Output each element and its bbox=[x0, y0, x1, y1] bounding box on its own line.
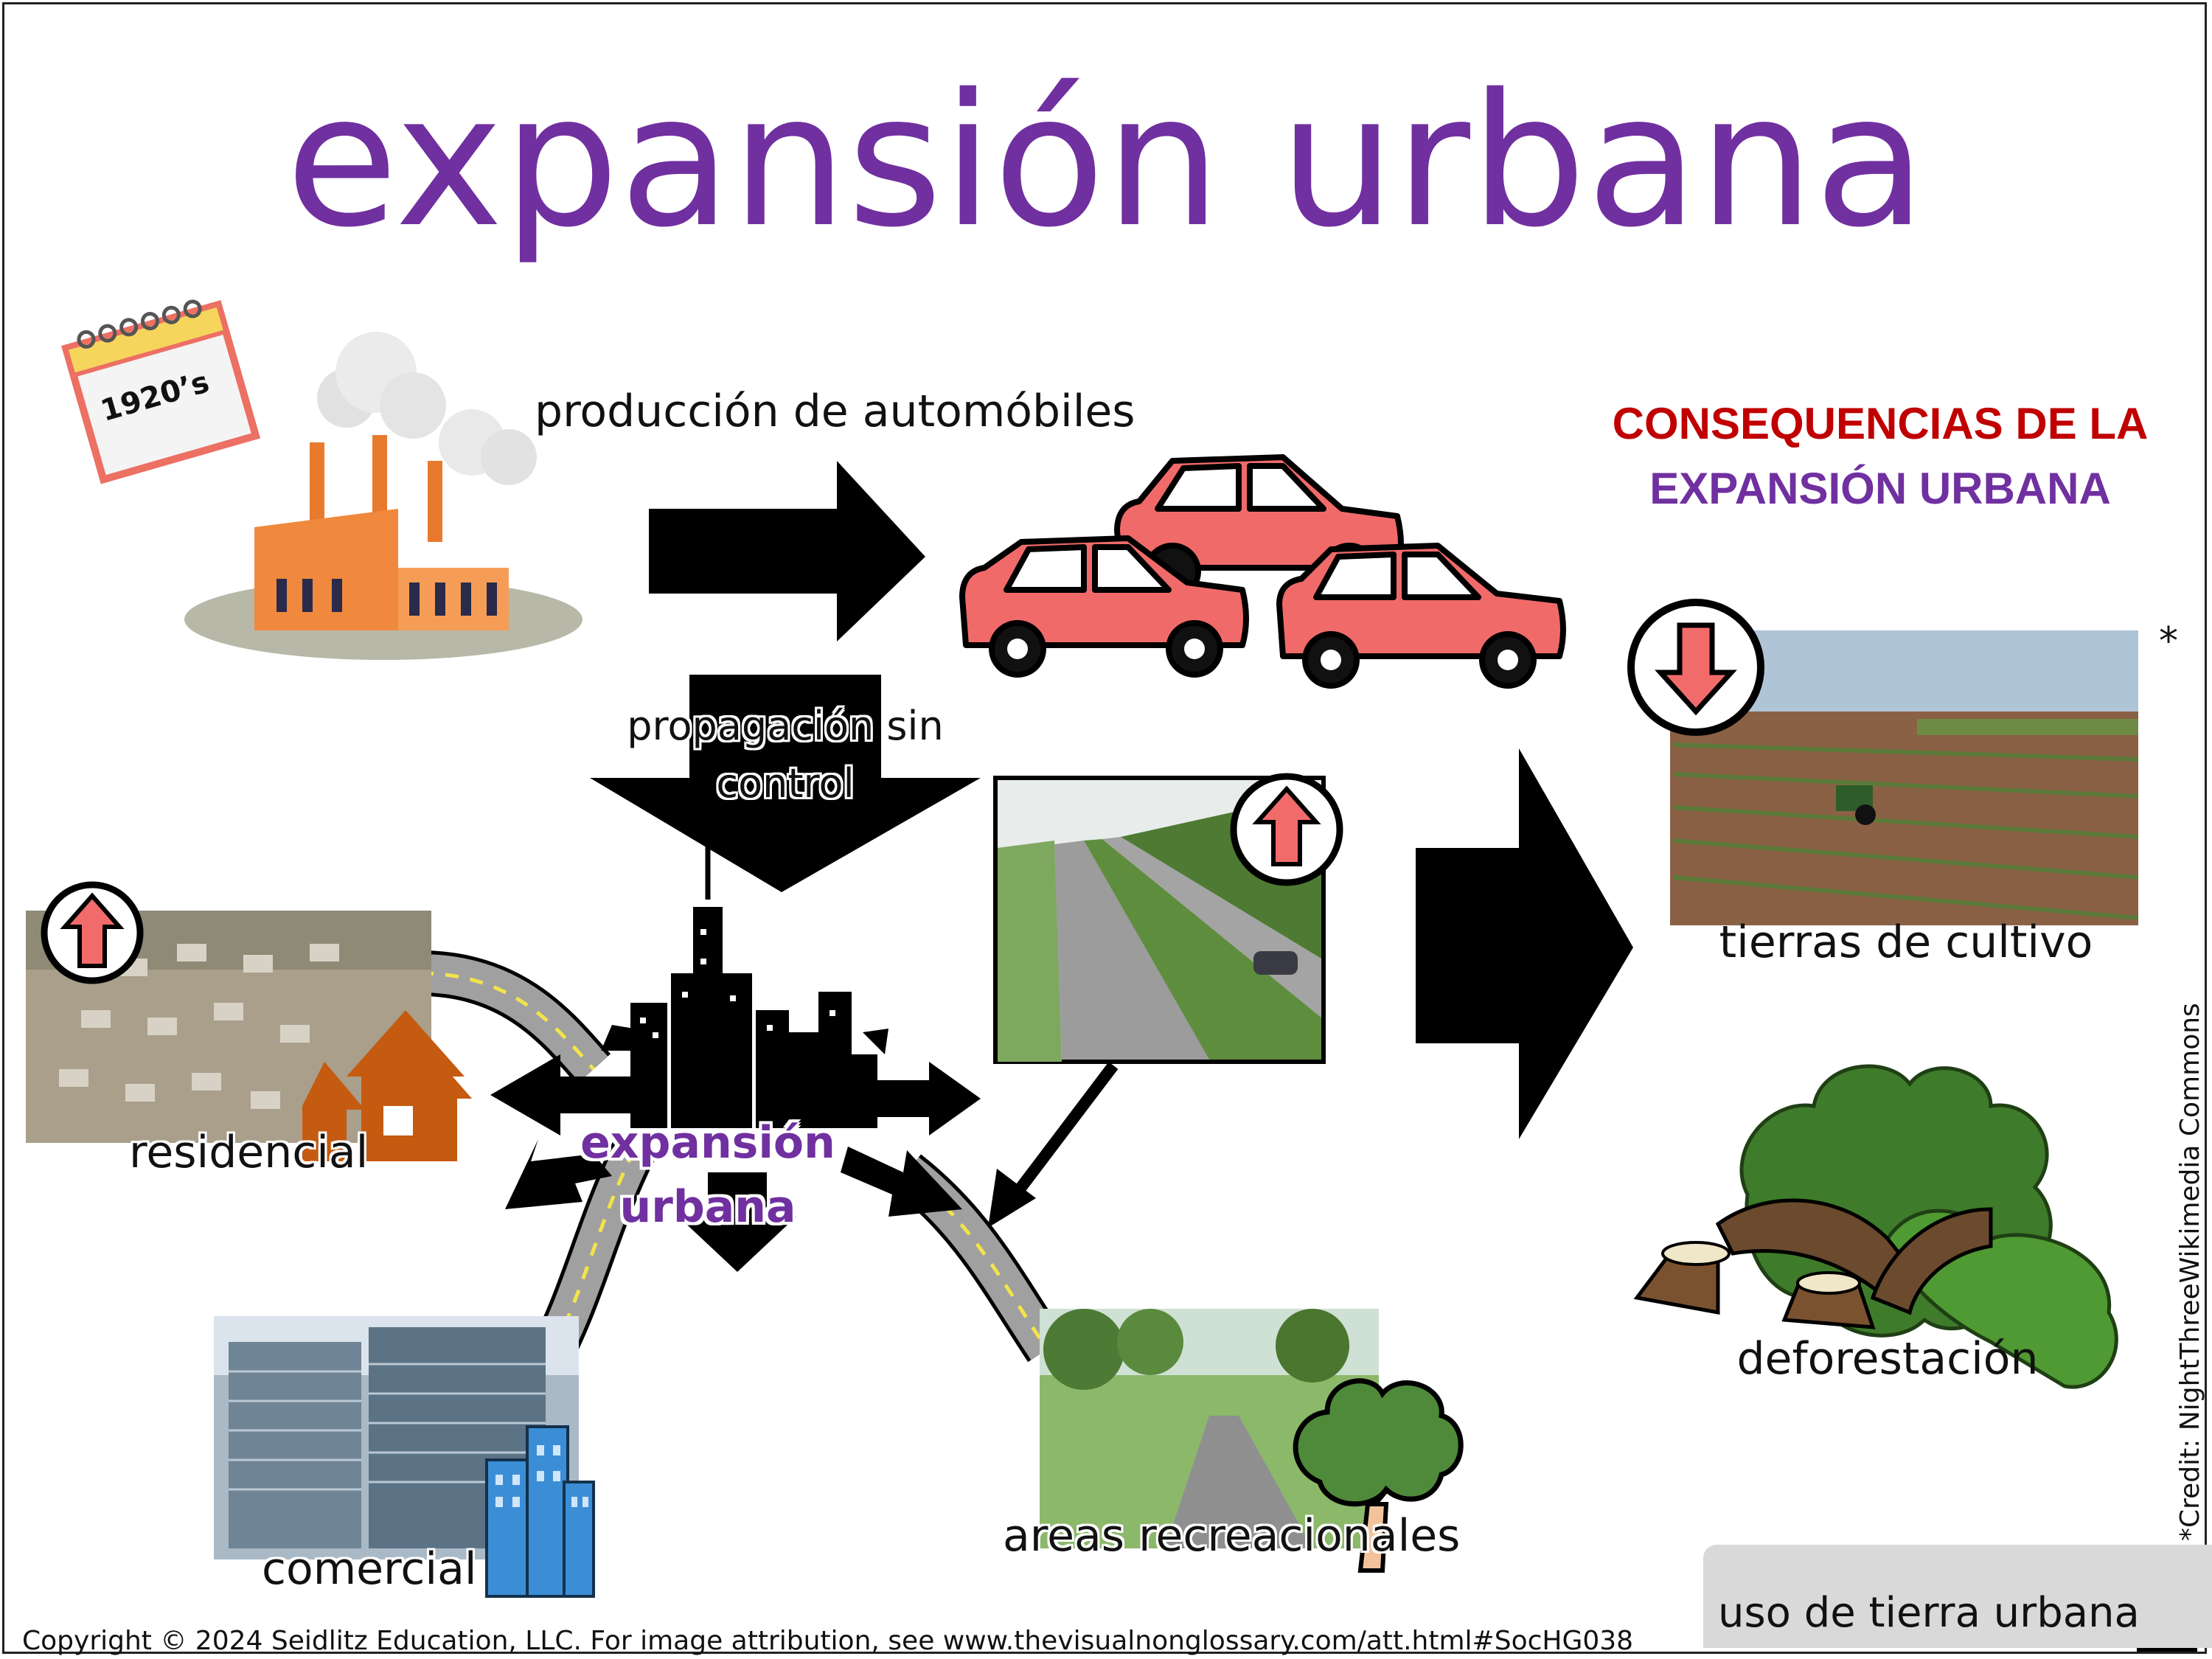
decrease-arrow-icon bbox=[1627, 599, 1764, 736]
residential-label: residencial bbox=[129, 1127, 369, 1178]
car-production-label: producción de automóbiles bbox=[535, 386, 1135, 437]
tree-icon bbox=[1293, 1378, 1464, 1573]
arrow-sprawl-down bbox=[590, 675, 981, 892]
copyright-notice: Copyright © 2024 Seidlitz Education, LLC… bbox=[22, 1626, 1634, 1656]
office-building-icon bbox=[485, 1425, 595, 1598]
arrow-to-consequences bbox=[1416, 748, 1633, 1139]
car-icon bbox=[959, 454, 1566, 689]
center-label-line1: expansión bbox=[580, 1117, 835, 1169]
consequences-heading-line2: EXPANSIÓN URBANA bbox=[1649, 464, 2111, 513]
factory-icon bbox=[184, 332, 582, 660]
photo-credit-asterisk: * bbox=[2159, 619, 2178, 664]
recreational-label: areas recreacionales bbox=[1003, 1510, 1461, 1562]
radial-arrows bbox=[490, 1025, 981, 1272]
increase-arrow-icon bbox=[1230, 773, 1343, 886]
consequences-heading-line1: CONSEQUENCIAS DE LA bbox=[1612, 399, 2149, 448]
commercial-label: comercial bbox=[262, 1543, 477, 1595]
farmland-label: tierras de cultivo bbox=[1719, 917, 2093, 968]
deforestation-label: deforestación bbox=[1736, 1333, 2039, 1385]
topic-badge bbox=[1703, 1545, 2212, 1648]
sprawl-label-line1: propagación sin bbox=[627, 703, 944, 749]
increase-arrow-icon bbox=[41, 881, 144, 984]
deforestation-icon bbox=[1633, 1064, 2118, 1389]
photo-credit: *Credit: NightThreeWikimedia Commons bbox=[2175, 1003, 2205, 1541]
center-label-line2: urbana bbox=[619, 1181, 796, 1233]
arrow-highway-to-recreational bbox=[988, 1062, 1119, 1228]
topic-badge-label: uso de tierra urbana bbox=[1718, 1589, 2140, 1637]
page-title: expansión urbana bbox=[285, 55, 1927, 268]
recreational-photo bbox=[1040, 1309, 1379, 1548]
arrow-to-cars bbox=[649, 461, 925, 641]
house-icon bbox=[302, 1010, 472, 1161]
farmland-photo bbox=[1670, 630, 2139, 925]
calendar-icon bbox=[61, 299, 261, 484]
sprawl-label-line2: control bbox=[716, 760, 855, 807]
skyline-windows bbox=[640, 929, 835, 1038]
